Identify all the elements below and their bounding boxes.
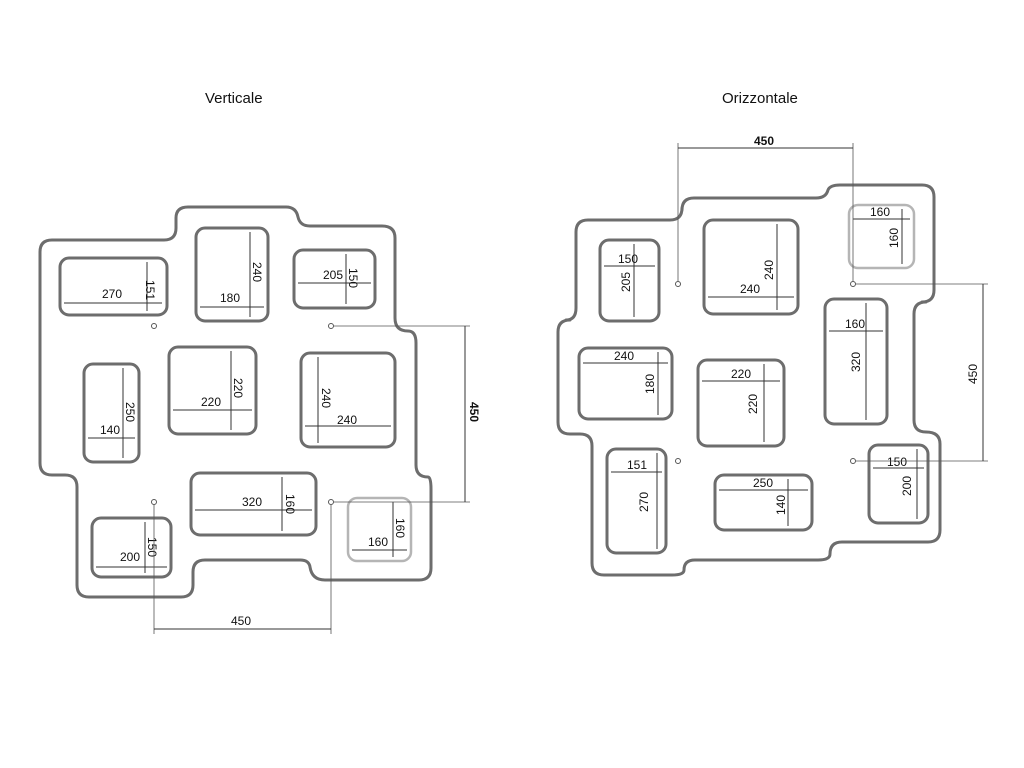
hole-200x150: 200 150 (90, 516, 173, 579)
panel-outline-orizzontale (556, 183, 942, 577)
title-orizzontale: Orizzontale (722, 90, 798, 107)
hole-160x160: 160 160 (847, 203, 916, 270)
dim-width-label: 160 (845, 317, 865, 331)
dim-height-label: 150 (346, 268, 360, 288)
dim-height-label: 220 (231, 378, 245, 398)
overall-horizontal-dim-label: 450 (754, 134, 774, 148)
reference-pin (675, 281, 681, 287)
dim-width-label: 160 (870, 205, 890, 219)
overall-horizontal-dim-label: 450 (231, 614, 251, 628)
hole-outline (823, 297, 889, 426)
hole-outline (713, 473, 814, 532)
title-verticale: Verticale (205, 90, 263, 107)
dim-height-label: 140 (774, 495, 788, 515)
hole-outline (702, 218, 800, 316)
dim-height-label: 160 (887, 228, 901, 248)
reference-pin (328, 323, 334, 329)
hole-outline (867, 443, 930, 525)
dim-width-label: 205 (323, 268, 343, 282)
hole-outline (299, 351, 397, 449)
hole-outline (577, 346, 674, 421)
hole-outline (605, 447, 668, 555)
hole-outline (189, 471, 318, 537)
dim-width-label: 240 (337, 413, 357, 427)
hole-240x240: 240 240 (299, 351, 397, 449)
reference-pin (151, 323, 157, 329)
dim-height-label: 180 (643, 374, 657, 394)
dim-width-label: 140 (100, 423, 120, 437)
dim-height-label: 250 (123, 402, 137, 422)
hole-outline (598, 238, 661, 323)
hole-180x240: 180 240 (194, 226, 270, 323)
dim-height-label: 270 (637, 492, 651, 512)
hole-160x320: 160 320 (823, 297, 889, 426)
dim-width-label: 250 (753, 476, 773, 490)
overall-vertical-dim-label: 450 (467, 402, 481, 422)
dim-width-label: 180 (220, 291, 240, 305)
hole-outline (847, 203, 916, 270)
dim-height-label: 240 (762, 260, 776, 280)
dim-height-label: 160 (393, 518, 407, 538)
dim-height-label: 151 (143, 280, 157, 300)
view-orizzontale: 150 205 240 240 160 160 160 320 (556, 134, 988, 577)
hole-150x200: 150 200 (867, 443, 930, 525)
dim-height-label: 320 (849, 352, 863, 372)
hole-outline (696, 358, 786, 448)
dim-height-label: 240 (250, 262, 264, 282)
hole-140x250: 140 250 (82, 362, 141, 464)
hole-outline (167, 345, 258, 436)
hole-220x220: 220 220 (696, 358, 786, 448)
dim-width-label: 220 (201, 395, 221, 409)
dim-width-label: 270 (102, 287, 122, 301)
hole-150x205: 150 205 (598, 238, 661, 323)
hole-240x180: 240 180 (577, 346, 674, 421)
hole-outline (58, 256, 169, 317)
hole-220x220: 220 220 (167, 345, 258, 436)
reference-pin (850, 458, 856, 464)
overall-vertical-dim-label: 450 (966, 364, 980, 384)
hole-outline (90, 516, 173, 579)
view-verticale: 270 151 180 240 205 150 140 250 (38, 205, 481, 634)
hole-270x151: 270 151 (58, 256, 169, 317)
dim-height-label: 205 (619, 272, 633, 292)
hole-outline (292, 248, 377, 310)
dim-width-label: 150 (618, 252, 638, 266)
hole-outline (346, 496, 413, 563)
dim-width-label: 150 (887, 455, 907, 469)
dim-width-label: 151 (627, 458, 647, 472)
hole-151x270: 151 270 (605, 447, 668, 555)
dim-height-label: 200 (900, 476, 914, 496)
dim-width-label: 240 (740, 282, 760, 296)
hole-240x240: 240 240 (702, 218, 800, 316)
hole-205x150: 205 150 (292, 248, 377, 310)
hole-250x140: 250 140 (713, 473, 814, 532)
dim-height-label: 220 (746, 394, 760, 414)
dim-height-label: 240 (319, 388, 333, 408)
dim-width-label: 220 (731, 367, 751, 381)
dim-width-label: 160 (368, 535, 388, 549)
hole-160x160: 160 160 (346, 496, 413, 563)
reference-pin (850, 281, 856, 287)
hole-320x160: 320 160 (189, 471, 318, 537)
panel-outline-verticale (38, 205, 433, 599)
reference-pin (328, 499, 334, 505)
hole-outline (82, 362, 141, 464)
dim-height-label: 160 (283, 494, 297, 514)
dim-width-label: 240 (614, 349, 634, 363)
hole-outline (194, 226, 270, 323)
dim-width-label: 200 (120, 550, 140, 564)
dim-height-label: 150 (145, 537, 159, 557)
reference-pin (151, 499, 157, 505)
dim-width-label: 320 (242, 495, 262, 509)
reference-pin (675, 458, 681, 464)
